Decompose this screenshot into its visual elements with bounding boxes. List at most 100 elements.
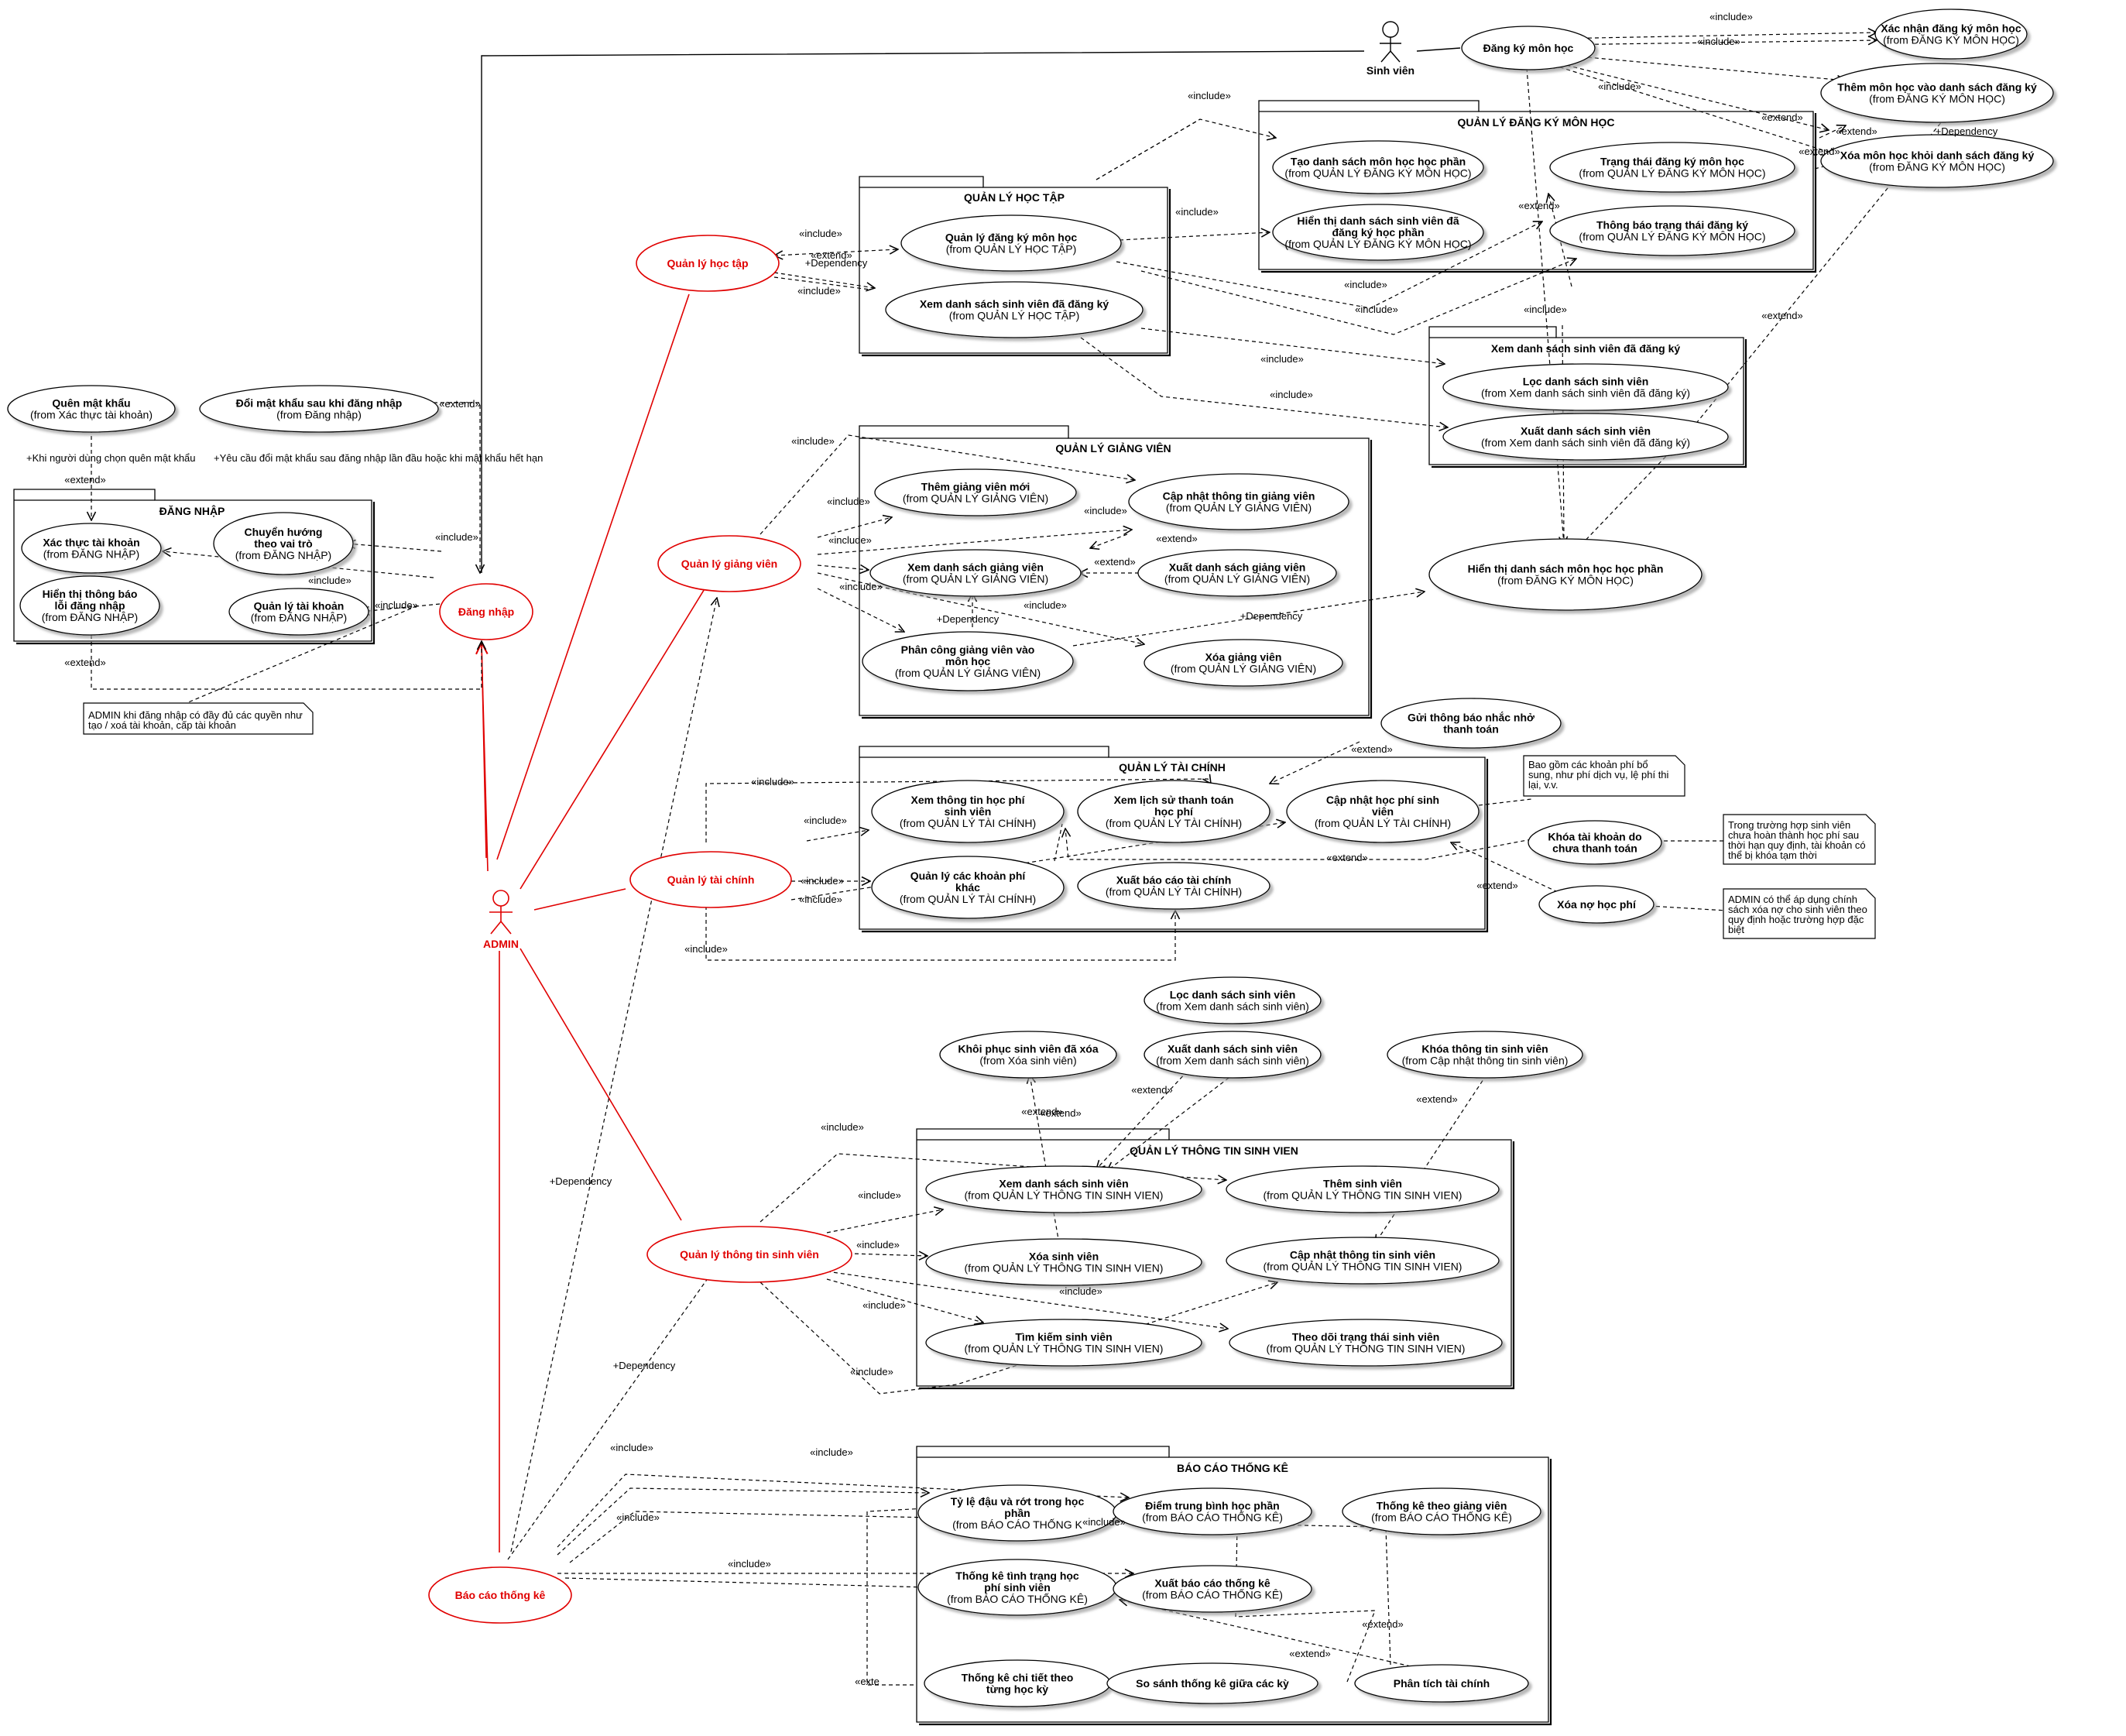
uc-phan-tich-line-1[interactable]: Phân tích tài chính	[1394, 1677, 1490, 1690]
uc-hien-loi-line-1[interactable]: Hiển thị thông báo	[43, 588, 138, 600]
uc-gui-tb-line-2[interactable]: thanh toán	[1443, 723, 1499, 736]
uc-doi-mk-line-1[interactable]: Đổi mật khẩu sau khi đăng nhập	[236, 397, 403, 410]
uc-diem-tb-line-1[interactable]: Điểm trung bình học phần	[1145, 1500, 1279, 1512]
uc-tk-gv-line-2[interactable]: (from BÁO CÁO THỐNG KÊ)	[1371, 1511, 1512, 1524]
uc-hien-loi-line-3[interactable]: (from ĐĂNG NHẬP)	[42, 611, 138, 623]
uc-xac-thuc-line-2[interactable]: (from ĐĂNG NHẬP)	[43, 548, 139, 561]
uc-quan-ly-tai-chinh[interactable]: Quản lý tài chính	[667, 873, 755, 886]
uc-xuat-bc-tk-line-1[interactable]: Xuất báo cáo thống kê	[1154, 1577, 1270, 1590]
uc-hien-thi-sv-line-2[interactable]: đăng ký học phần	[1332, 226, 1424, 238]
uc-loc-ds-line-2[interactable]: (from Xem danh sách sinh viên đã đăng ký…	[1481, 387, 1690, 400]
uc-tim-sv-line-2[interactable]: (from QUẢN LÝ THÔNG TIN SINH VIEN)	[965, 1343, 1164, 1355]
uc-xuat-ds-line-2[interactable]: (from Xem danh sách sinh viên đã đăng ký…	[1481, 437, 1690, 449]
uc-hien-loi-line-2[interactable]: lỗi đăng nhập	[55, 599, 125, 612]
uc-tim-sv-line-1[interactable]: Tìm kiếm sinh viên	[1015, 1331, 1112, 1343]
uc-xem-sv-line-2[interactable]: (from QUẢN LÝ THÔNG TIN SINH VIEN)	[965, 1189, 1164, 1202]
uc-tk-gv-line-1[interactable]: Thống kê theo giảng viên	[1377, 1500, 1507, 1512]
uc-xem-gv-line-1[interactable]: Xem danh sách giảng viên	[907, 561, 1044, 574]
uc-xac-nhan-line-2[interactable]: (from ĐĂNG KÝ MÔN HỌC)	[1883, 34, 2019, 46]
uc-khoa-tt-line-1[interactable]: Khóa thông tin sinh viên	[1421, 1043, 1548, 1055]
uc-hien-thi-sv-line-1[interactable]: Hiển thị danh sách sinh viên đã	[1297, 214, 1459, 227]
uc-thong-bao-tt-line-1[interactable]: Thông báo trạng thái đăng ký	[1596, 219, 1748, 232]
uc-them-gv-line-1[interactable]: Thêm giảng viên mới	[921, 481, 1030, 493]
uc-cap-nhat-gv-line-2[interactable]: (from QUẢN LÝ GIẢNG VIÊN)	[1166, 502, 1312, 514]
uc-cap-nhat-hp-line-3[interactable]: (from QUẢN LÝ TÀI CHÍNH)	[1315, 817, 1451, 829]
uc-cap-nhat-sv-line-1[interactable]: Cập nhật thông tin sinh viên	[1290, 1249, 1435, 1261]
uc-chuyen-huong-line-1[interactable]: Chuyển hướng	[245, 526, 323, 538]
uc-thong-bao-tt-line-2[interactable]: (from QUẢN LÝ ĐĂNG KÝ MÔN HỌC)	[1579, 231, 1765, 243]
uc-xuat-bc-tc-line-1[interactable]: Xuất báo cáo tài chính	[1116, 874, 1232, 887]
uc-them-mon-line-2[interactable]: (from ĐĂNG KÝ MÔN HỌC)	[1869, 93, 2005, 105]
uc-xuat-bc-tk-line-2[interactable]: (from BÁO CÁO THỐNG KÊ)	[1142, 1588, 1283, 1601]
uc-cap-nhat-gv-line-1[interactable]: Cập nhật thông tin giảng viên	[1163, 490, 1315, 503]
uc-xem-ds-sv-line-1[interactable]: Xem danh sách sinh viên đã đăng ký	[920, 298, 1109, 310]
uc-phan-cong-line-1[interactable]: Phân công giảng viên vào	[901, 643, 1035, 656]
uc-xoa-mon-line-2[interactable]: (from ĐĂNG KÝ MÔN HỌC)	[1869, 161, 2005, 173]
uc-khoa-tt-line-2[interactable]: (from Cập nhật thông tin sinh viên)	[1402, 1055, 1569, 1067]
uc-xac-nhan-line-1[interactable]: Xác nhận đăng ký môn học	[1881, 22, 2021, 35]
uc-tk-hp-line-1[interactable]: Thống kê tình trạng học	[955, 1570, 1079, 1582]
uc-hien-thi-sv-line-3[interactable]: (from QUẢN LÝ ĐĂNG KÝ MÔN HỌC)	[1284, 238, 1471, 250]
uc-tk-chi-tiet-line-1[interactable]: Thống kê chi tiết theo	[962, 1672, 1074, 1684]
uc-loc-ds2-line-1[interactable]: Lọc danh sách sinh viên	[1170, 989, 1296, 1001]
uc-khoi-phuc-line-2[interactable]: (from Xóa sinh viên)	[979, 1055, 1076, 1067]
uc-ty-le-line-1[interactable]: Tỷ lệ đậu và rớt trong học	[951, 1495, 1085, 1508]
uc-xem-hp-line-1[interactable]: Xem thông tin học phí	[911, 794, 1026, 806]
uc-bao-cao-thong-ke[interactable]: Báo cáo thống kê	[455, 1589, 546, 1601]
uc-xac-thuc-line-1[interactable]: Xác thực tài khoản	[43, 537, 139, 549]
uc-them-sv-line-2[interactable]: (from QUẢN LÝ THÔNG TIN SINH VIEN)	[1264, 1189, 1462, 1202]
uc-xem-gv-line-2[interactable]: (from QUẢN LÝ GIẢNG VIÊN)	[903, 573, 1048, 585]
uc-quen-mk-line-2[interactable]: (from Xác thực tài khoản)	[30, 409, 153, 421]
uc-tk-hp-line-3[interactable]: (from BÁO CÁO THỐNG KÊ)	[947, 1592, 1088, 1605]
uc-gui-tb-line-1[interactable]: Gửi thông báo nhắc nhở	[1408, 711, 1534, 724]
uc-xuat-bc-tc-line-2[interactable]: (from QUẢN LÝ TÀI CHÍNH)	[1106, 886, 1242, 898]
uc-khoa-tk-line-1[interactable]: Khóa tài khoản do	[1548, 831, 1641, 843]
uc-khoi-phuc-line-1[interactable]: Khôi phục sinh viên đã xóa	[958, 1043, 1098, 1055]
uc-lich-su-line-3[interactable]: (from QUẢN LÝ TÀI CHÍNH)	[1106, 817, 1242, 829]
uc-xem-ds-sv-line-2[interactable]: (from QUẢN LÝ HỌC TẬP)	[949, 310, 1080, 322]
uc-phan-cong-line-3[interactable]: (from QUẢN LÝ GIẢNG VIÊN)	[895, 667, 1041, 679]
uc-phan-cong-line-2[interactable]: môn học	[945, 655, 991, 667]
uc-chuyen-huong-line-2[interactable]: theo vai trò	[254, 537, 312, 550]
uc-them-gv-line-2[interactable]: (from QUẢN LÝ GIẢNG VIÊN)	[903, 492, 1048, 505]
uc-tk-chi-tiet-line-2[interactable]: từng học kỳ	[986, 1683, 1048, 1696]
uc-xoa-gv-line-1[interactable]: Xóa giảng viên	[1205, 651, 1282, 664]
uc-loc-ds-line-1[interactable]: Lọc danh sách sinh viên	[1523, 376, 1649, 388]
student-actor[interactable]	[1380, 21, 1401, 63]
uc-theo-doi-line-2[interactable]: (from QUẢN LÝ THÔNG TIN SINH VIEN)	[1267, 1343, 1466, 1355]
uc-xoa-mon-line-1[interactable]: Xóa môn học khỏi danh sách đăng ký	[1840, 149, 2035, 162]
uc-ql-dang-ky-line-2[interactable]: (from QUẢN LÝ HỌC TẬP)	[946, 243, 1077, 256]
uc-ql-tai-khoan-line-1[interactable]: Quản lý tài khoản	[254, 600, 345, 612]
uc-xoa-sv-line-1[interactable]: Xóa sinh viên	[1029, 1251, 1099, 1263]
uc-cap-nhat-sv-line-2[interactable]: (from QUẢN LÝ THÔNG TIN SINH VIEN)	[1264, 1261, 1462, 1273]
uc-quan-ly-giang-vien[interactable]: Quản lý giảng viên	[681, 558, 777, 570]
uc-hien-thi-mon-line-1[interactable]: Hiển thị danh sách môn học học phần	[1468, 563, 1664, 575]
uc-tk-hp-line-2[interactable]: phí sinh viên	[984, 1581, 1051, 1594]
uc-ty-le-line-3[interactable]: (from BÁO CÁO THỐNG K	[952, 1518, 1082, 1531]
uc-dang-ky-mon-hoc[interactable]: Đăng ký môn học	[1483, 42, 1574, 54]
uc-loc-ds2-line-2[interactable]: (from Xem danh sách sinh viên)	[1156, 1000, 1309, 1013]
uc-ql-khoan-phi-line-2[interactable]: khác	[955, 881, 980, 894]
uc-dang-nhap[interactable]: Đăng nhập	[458, 606, 514, 618]
uc-xoa-no-line-1[interactable]: Xóa nợ học phí	[1557, 898, 1637, 911]
uc-ql-khoan-phi-line-3[interactable]: (from QUẢN LÝ TÀI CHÍNH)	[900, 893, 1036, 905]
uc-ql-tai-khoan-line-2[interactable]: (from ĐĂNG NHẬP)	[251, 612, 347, 624]
admin-actor[interactable]	[489, 890, 513, 935]
uc-theo-doi-line-1[interactable]: Theo dõi trạng thái sinh viên	[1292, 1331, 1440, 1343]
uc-them-mon-line-1[interactable]: Thêm môn học vào danh sách đăng ký	[1837, 81, 2037, 94]
uc-xoa-gv-line-2[interactable]: (from QUẢN LÝ GIẢNG VIÊN)	[1171, 663, 1316, 675]
uc-hien-thi-mon-line-2[interactable]: (from ĐĂNG KÝ MÔN HỌC)	[1497, 575, 1634, 587]
uc-them-sv-line-1[interactable]: Thêm sinh viên	[1323, 1178, 1402, 1190]
uc-xuat-gv-line-1[interactable]: Xuất danh sách giảng viên	[1169, 561, 1306, 574]
uc-tao-ds-line-1[interactable]: Tạo danh sách môn học học phần	[1291, 156, 1466, 168]
uc-xem-hp-line-2[interactable]: sinh viên	[945, 805, 992, 818]
uc-xuat-gv-line-2[interactable]: (from QUẢN LÝ GIẢNG VIÊN)	[1164, 573, 1310, 585]
uc-khoa-tk-line-2[interactable]: chưa thanh toán	[1552, 842, 1637, 855]
uc-chuyen-huong-line-3[interactable]: (from ĐĂNG NHẬP)	[235, 549, 331, 561]
uc-xem-hp-line-3[interactable]: (from QUẢN LÝ TÀI CHÍNH)	[900, 817, 1036, 829]
uc-quen-mk-line-1[interactable]: Quên mật khẩu	[52, 397, 130, 410]
uc-quan-ly-sinh-vien[interactable]: Quản lý thông tin sinh viên	[680, 1248, 819, 1261]
uc-trang-thai-line-1[interactable]: Trạng thái đăng ký môn học	[1600, 156, 1744, 168]
uc-ql-dang-ky-line-1[interactable]: Quản lý đăng ký môn học	[945, 232, 1078, 244]
